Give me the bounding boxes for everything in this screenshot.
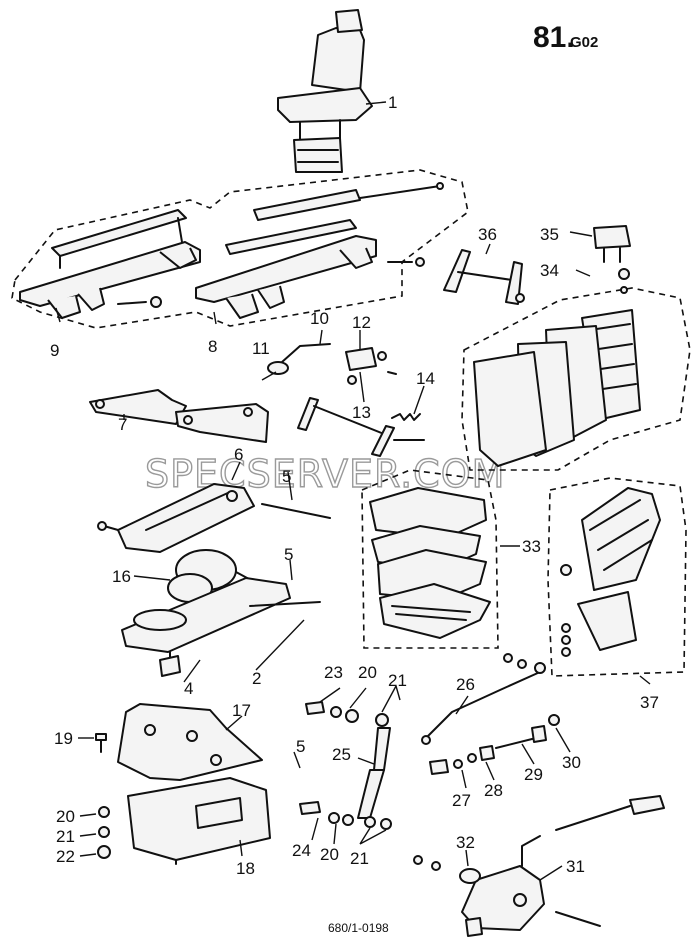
callout-12: 12 bbox=[352, 313, 371, 332]
part-8-slide-rail bbox=[117, 182, 444, 319]
group-outline-rails bbox=[11, 169, 469, 329]
callout-18: 18 bbox=[236, 859, 255, 878]
part-6-frame bbox=[97, 483, 331, 553]
callout-37: 37 bbox=[640, 693, 659, 712]
callout-33: 33 bbox=[522, 537, 541, 556]
callout-14: 14 bbox=[416, 369, 435, 388]
callout-6: 6 bbox=[234, 445, 243, 464]
callout-29: 29 bbox=[524, 765, 543, 784]
callout-31: 31 bbox=[566, 857, 585, 876]
callout-25: 25 bbox=[332, 745, 351, 764]
group-outline-backrest bbox=[461, 287, 691, 471]
callout-labels: 1 2 4 5 5 5 6 7 8 9 10 11 12 13 14 16 17… bbox=[50, 93, 659, 878]
leader-lines bbox=[55, 101, 651, 881]
callout-20b: 20 bbox=[358, 663, 377, 682]
callout-24: 24 bbox=[292, 841, 311, 860]
part-24-bolt bbox=[299, 801, 392, 830]
part-10-11-lever bbox=[267, 343, 331, 375]
callout-5b: 5 bbox=[284, 545, 293, 564]
callout-26: 26 bbox=[456, 675, 475, 694]
callout-23: 23 bbox=[324, 663, 343, 682]
callout-21a: 21 bbox=[56, 827, 75, 846]
part-17-18-base bbox=[117, 703, 271, 865]
callout-36: 36 bbox=[478, 225, 497, 244]
part-9-slide-rail bbox=[19, 209, 201, 319]
callout-30: 30 bbox=[562, 753, 581, 772]
part-7-swing-arm bbox=[89, 389, 269, 443]
callout-2: 2 bbox=[252, 669, 261, 688]
part-16-air-spring bbox=[167, 549, 263, 603]
callout-9: 9 bbox=[50, 341, 59, 360]
group-outline-cushion bbox=[361, 469, 499, 649]
part-12-13-catch bbox=[345, 347, 397, 385]
part-25-shock-absorber bbox=[305, 701, 391, 819]
part-35-headrest bbox=[593, 225, 631, 294]
callout-17: 17 bbox=[232, 701, 251, 720]
callout-8: 8 bbox=[208, 337, 217, 356]
part-26-30-linkage bbox=[421, 653, 560, 775]
callout-19: 19 bbox=[54, 729, 73, 748]
group-outline-frame bbox=[547, 477, 687, 677]
part-31-valve bbox=[461, 795, 665, 937]
callout-11: 11 bbox=[252, 339, 270, 358]
part-36-bracket bbox=[443, 249, 525, 305]
callout-20a: 20 bbox=[56, 807, 75, 826]
part-19-bolt bbox=[95, 733, 107, 753]
part-20-21-22-washers-nut bbox=[97, 806, 111, 859]
callout-10: 10 bbox=[310, 309, 329, 328]
part-2-4-base-frame bbox=[121, 577, 321, 677]
callout-34: 34 bbox=[540, 261, 559, 280]
part-14-spring-lever bbox=[297, 397, 425, 457]
callout-7: 7 bbox=[118, 415, 127, 434]
callout-4: 4 bbox=[184, 679, 193, 698]
page-suffix: G02 bbox=[570, 34, 598, 51]
page-number: 81. bbox=[533, 21, 575, 54]
part-1-seat bbox=[277, 9, 373, 173]
part-33-cushion bbox=[369, 487, 491, 639]
callout-28: 28 bbox=[484, 781, 503, 800]
callout-22: 22 bbox=[56, 847, 75, 866]
callout-20c: 20 bbox=[320, 845, 339, 864]
callout-16: 16 bbox=[112, 567, 131, 586]
callout-35: 35 bbox=[540, 225, 559, 244]
callout-27: 27 bbox=[452, 791, 471, 810]
part-32-plug bbox=[413, 855, 481, 884]
callout-21c: 21 bbox=[350, 849, 369, 868]
callout-32: 32 bbox=[456, 833, 475, 852]
callout-5a: 5 bbox=[282, 467, 291, 486]
drawing-reference: 680/1-0198 bbox=[328, 921, 389, 935]
callout-13: 13 bbox=[352, 403, 371, 422]
part-37-seat-frame bbox=[560, 487, 661, 657]
callout-1: 1 bbox=[388, 93, 397, 112]
callout-5c: 5 bbox=[296, 737, 305, 756]
watermark: SPECSERVER.COM bbox=[145, 452, 505, 496]
callout-21b: 21 bbox=[388, 671, 407, 690]
part-34-backrest bbox=[473, 309, 641, 467]
